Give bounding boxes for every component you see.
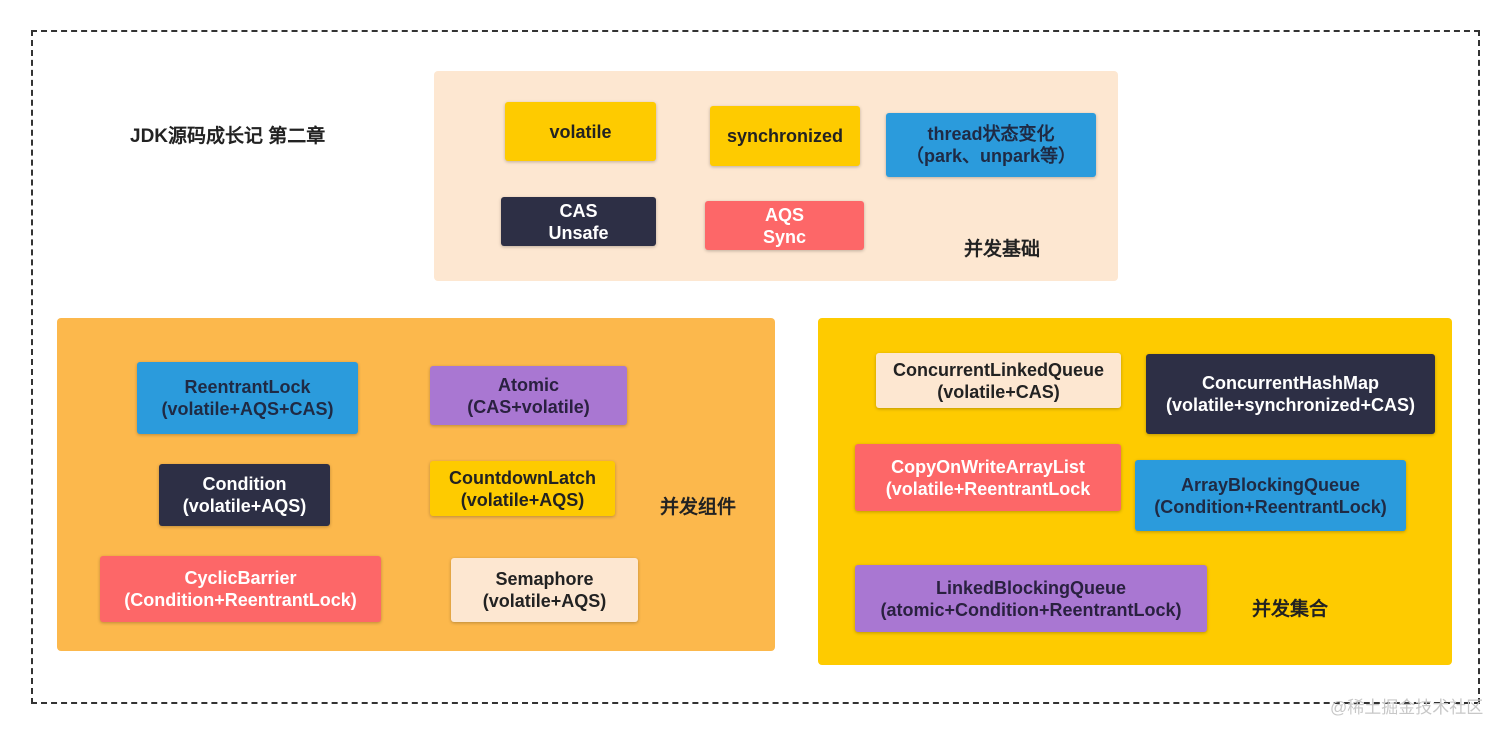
atomic-box: Atomic (CAS+volatile) [430,366,627,425]
watermark: @稀土掘金技术社区 [1330,698,1484,717]
concurrentlinkedqueue-box: ConcurrentLinkedQueue (volatile+CAS) [876,353,1121,408]
box-line: Condition [202,474,287,494]
panel-label: 并发组件 [660,497,737,518]
box-line: synchronized [726,126,844,146]
box-line: Semaphore [495,569,594,589]
box-line: (volatile+AQS) [460,489,585,510]
box-line: ConcurrentHashMap [1201,373,1380,393]
box-line: CountdownLatch [449,467,596,488]
concurrenthashmap-box: ConcurrentHashMap (volatile+synchronized… [1146,354,1435,434]
synchronized-box: synchronized [710,106,860,166]
countdownlatch-box: CountdownLatch (volatile+AQS) [430,461,615,516]
linkedblockingqueue-box: LinkedBlockingQueue (atomic+Condition+Re… [855,565,1207,632]
box-line: thread状态变化 [927,124,1055,144]
box-line: ArrayBlockingQueue [1180,474,1361,495]
box-line: LinkedBlockingQueue [935,577,1127,598]
aqs-sync-box: AQS Sync [705,201,864,250]
thread-state-box: thread状态变化 （park、unpark等） [886,113,1096,177]
box-line: (Condition+ReentrantLock) [124,590,357,610]
diagram-title: JDK源码成长记 第二章 [130,126,326,147]
box-line: Sync [762,226,807,247]
box-line: CopyOnWriteArrayList [891,456,1085,477]
reentrantlock-box: ReentrantLock (volatile+AQS+CAS) [137,362,358,434]
volatile-box: volatile [505,102,656,161]
panel-label: 并发基础 [964,239,1041,260]
arrayblockingqueue-box: ArrayBlockingQueue (Condition+ReentrantL… [1135,460,1406,531]
box-line: (volatile+AQS+CAS) [161,399,334,419]
copyonwritearraylist-box: CopyOnWriteArrayList (volatile+Reentrant… [855,444,1121,511]
box-line: (volatile+ReentrantLock [885,478,1091,499]
box-line: (volatile+AQS) [182,496,307,516]
box-line: CyclicBarrier [184,568,297,588]
cas-unsafe-box: CAS Unsafe [501,197,656,246]
box-line: (CAS+volatile) [467,396,590,417]
box-line: (atomic+Condition+ReentrantLock) [880,599,1182,620]
semaphore-box: Semaphore (volatile+AQS) [451,558,638,622]
box-line: ConcurrentLinkedQueue [892,359,1105,380]
box-line: （park、unpark等） [905,146,1077,166]
box-line: CAS [559,200,598,221]
box-line: ReentrantLock [184,377,311,397]
box-line: (volatile+AQS) [482,591,607,611]
box-line: (volatile+CAS) [937,381,1060,402]
panel-concurrency-components: ReentrantLock (volatile+AQS+CAS) Atomic … [57,318,775,651]
box-line: Unsafe [548,222,609,243]
panel-label: 并发集合 [1252,599,1329,620]
panel-concurrency-basics: volatile synchronized thread状态变化 （park、u… [434,71,1118,281]
box-line: (volatile+synchronized+CAS) [1165,395,1416,415]
box-line: AQS [764,204,804,225]
cyclicbarrier-box: CyclicBarrier (Condition+ReentrantLock) [100,556,381,622]
outer-dashed-frame [31,30,1480,704]
box-line: Atomic [497,374,559,395]
box-line: volatile [549,121,612,142]
box-line: (Condition+ReentrantLock) [1154,496,1387,517]
condition-box: Condition (volatile+AQS) [159,464,330,526]
panel-concurrent-collections: ConcurrentLinkedQueue (volatile+CAS) Con… [818,318,1452,665]
